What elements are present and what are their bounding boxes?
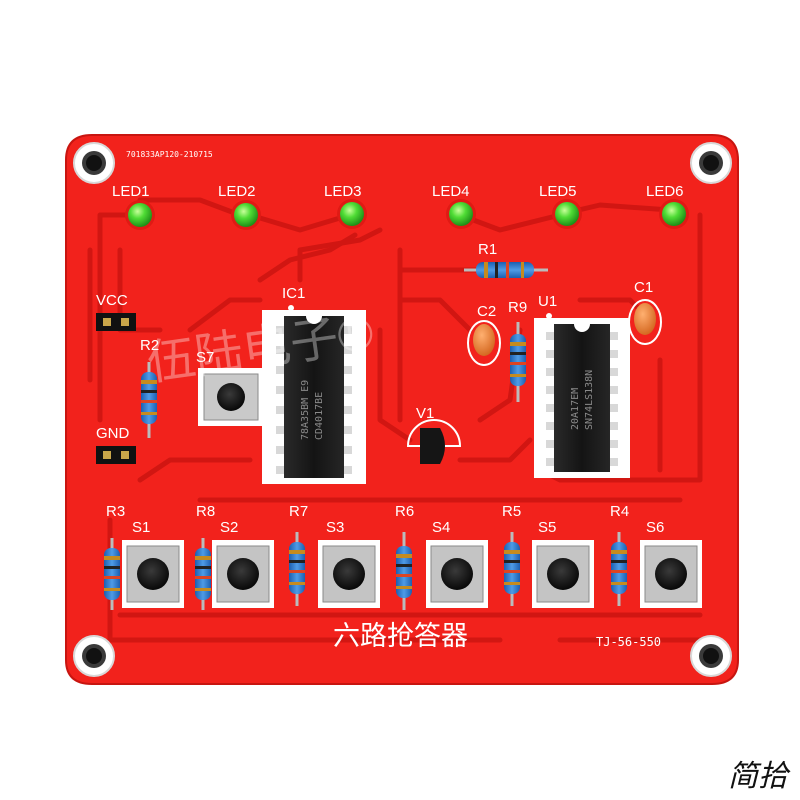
switch-label: S1 xyxy=(132,519,150,536)
r1-label: R1 xyxy=(478,241,497,258)
board-title: 六路抢答器 xyxy=(333,621,468,651)
resistor-label: R4 xyxy=(610,503,629,520)
vcc-header xyxy=(96,313,136,331)
switch-s1 xyxy=(122,540,184,608)
resistor-label: R5 xyxy=(502,503,521,520)
s7-label: S7 xyxy=(196,349,214,366)
board-model-code: TJ-56-550 xyxy=(596,635,661,649)
led-label: LED6 xyxy=(646,183,684,200)
board-serial: 701833AP120-210715 xyxy=(126,150,213,159)
ic1-pins xyxy=(276,326,352,474)
led-row: LED1 LED2 LED3 LED4 LED5 LED6 xyxy=(112,183,689,230)
c1-label: C1 xyxy=(634,279,653,296)
r2-label: R2 xyxy=(140,337,159,354)
led-4 xyxy=(446,199,476,229)
gnd-header xyxy=(96,446,136,464)
resistor-r4 xyxy=(611,532,627,606)
resistor-r9 xyxy=(510,322,526,402)
ic1-marking-line2: CD4017BE xyxy=(314,392,325,440)
resistor-r3 xyxy=(104,538,120,610)
switch-s2 xyxy=(212,540,274,608)
r9-label: R9 xyxy=(508,299,527,316)
led-1 xyxy=(125,200,155,230)
switch-label: S5 xyxy=(538,519,556,536)
led-label: LED2 xyxy=(218,183,256,200)
v1-label: V1 xyxy=(416,405,434,422)
c2-label: C2 xyxy=(477,303,496,320)
switch-s4 xyxy=(426,540,488,608)
mounting-hole xyxy=(73,142,115,184)
ic1-marking-line1: 78A35BM E9 xyxy=(300,380,311,440)
switch-label: S2 xyxy=(220,519,238,536)
switch-s6 xyxy=(640,540,702,608)
led-2 xyxy=(231,200,261,230)
resistor-label: R3 xyxy=(106,503,125,520)
resistor-r2 xyxy=(141,362,157,438)
chip-u1: 20A17EM SN74LS138N xyxy=(534,318,630,478)
switch-s7 xyxy=(198,368,264,426)
u1-marking-line1: 20A17EM xyxy=(570,388,581,430)
mounting-hole xyxy=(690,142,732,184)
capacitor-c2 xyxy=(467,320,501,366)
u1-marking-line2: SN74LS138N xyxy=(584,370,595,430)
resistor-r7 xyxy=(289,532,305,606)
ic1-label: IC1 xyxy=(282,285,305,302)
resistor-label: R8 xyxy=(196,503,215,520)
resistor-label: R7 xyxy=(289,503,308,520)
led-3 xyxy=(337,199,367,229)
capacitor-c1 xyxy=(628,299,662,345)
mounting-hole xyxy=(690,635,732,677)
led-label: LED3 xyxy=(324,183,362,200)
led-6 xyxy=(659,199,689,229)
gnd-label: GND xyxy=(96,425,130,442)
resistor-r1 xyxy=(464,262,548,278)
signature: 简拾 xyxy=(728,760,791,793)
u1-pins xyxy=(546,332,618,466)
mounting-hole xyxy=(73,635,115,677)
resistor-label: R6 xyxy=(395,503,414,520)
switch-label: S3 xyxy=(326,519,344,536)
switch-s5 xyxy=(532,540,594,608)
led-label: LED5 xyxy=(539,183,577,200)
vcc-label: VCC xyxy=(96,292,128,309)
led-label: LED4 xyxy=(432,183,470,200)
chip-ic1: 78A35BM E9 CD4017BE xyxy=(262,310,366,484)
resistor-r6 xyxy=(396,532,412,610)
switch-s3 xyxy=(318,540,380,608)
u1-label: U1 xyxy=(538,293,557,310)
resistor-r8 xyxy=(195,538,211,610)
switch-label: S6 xyxy=(646,519,664,536)
switch-label: S4 xyxy=(432,519,450,536)
led-5 xyxy=(552,199,582,229)
led-label: LED1 xyxy=(112,183,150,200)
transistor-v1 xyxy=(406,419,462,464)
resistor-r5 xyxy=(504,532,520,606)
bottom-switch-labels: S1 S2 S3 S4 S5 S6 xyxy=(132,519,664,536)
bottom-resistor-labels: R3 R8 R7 R6 R5 R4 xyxy=(106,503,629,520)
